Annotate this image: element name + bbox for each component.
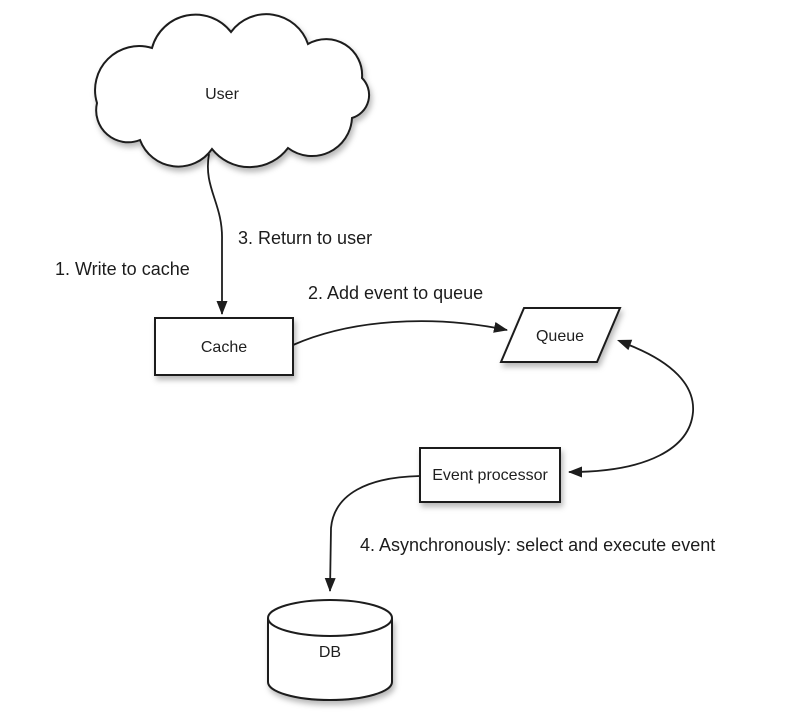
- queue-label: Queue: [536, 328, 584, 345]
- edge-cache-to-queue: [292, 320, 508, 346]
- user-label: User: [205, 86, 239, 103]
- node-cache: Cache: [154, 317, 294, 376]
- queue-parallelogram-shape: [499, 307, 622, 363]
- edge-queue-to-event-processor: [568, 344, 694, 478]
- node-db: DB: [267, 599, 393, 701]
- db-cylinder-body-shape: [267, 618, 393, 701]
- edge-user-to-cache: [207, 153, 228, 315]
- step4-label: 4. Asynchronously: select and execute ev…: [360, 535, 715, 555]
- user-cloud-shape: [94, 13, 371, 169]
- db-label: DB: [319, 644, 341, 661]
- cache-label: Cache: [201, 339, 247, 356]
- cache-rectangle-shape: [154, 317, 294, 376]
- event-processor-label: Event processor: [432, 467, 548, 484]
- step3-label: 3. Return to user: [238, 228, 372, 248]
- step2-label: 2. Add event to queue: [308, 283, 483, 303]
- edges-layer: [207, 153, 694, 592]
- node-event-processor: Event processor: [419, 447, 561, 503]
- edge-event-processor-to-db: [324, 475, 421, 592]
- node-queue: Queue: [499, 307, 622, 363]
- node-user: User: [94, 13, 371, 169]
- step1-label: 1. Write to cache: [55, 259, 190, 279]
- edge-queue-eventprocessor-arrowhead-queue-end: [617, 339, 633, 351]
- step-labels-layer: 1. Write to cache 2. Add event to queue …: [55, 228, 715, 555]
- event-processor-rectangle-shape: [419, 447, 561, 503]
- db-cylinder-top-shape: [267, 599, 393, 637]
